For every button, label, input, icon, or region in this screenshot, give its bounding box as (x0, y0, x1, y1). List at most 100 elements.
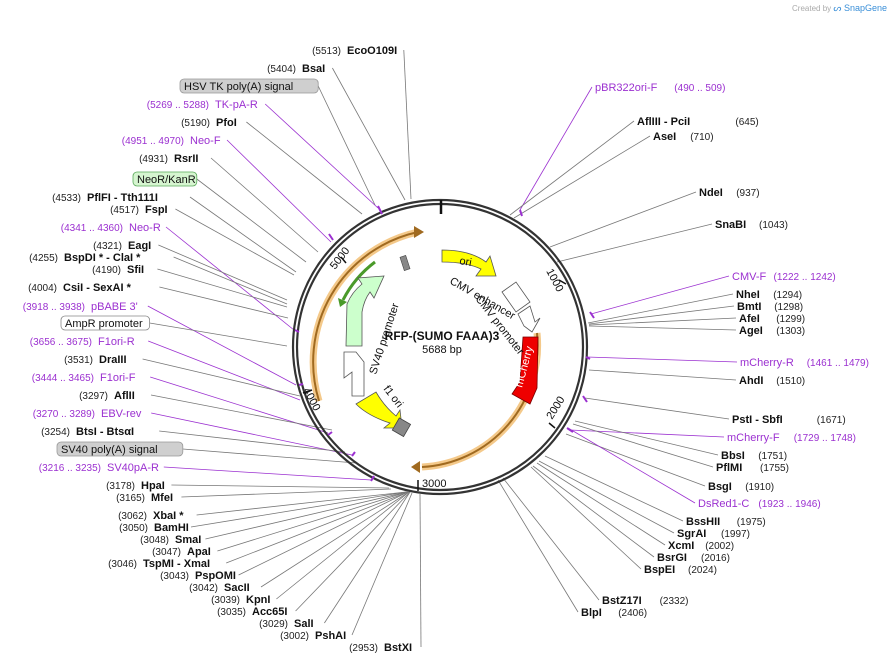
site-name-aflii: AflII (114, 390, 135, 402)
site-pos-tk-pa-r: (5269 .. 5288) (147, 100, 209, 111)
leader-btsi-bts-i (159, 430, 346, 453)
feature-box-sv40-poly-a-signal (56, 441, 184, 457)
site-label-bsrgi: BsrGI(2016) (657, 552, 730, 564)
site-name-f1ori-r: F1ori-R (98, 336, 135, 348)
site-pos-agei: (1303) (776, 326, 805, 337)
site-label-mfei: (3165)MfeI (116, 492, 173, 504)
primer-marks (294, 205, 595, 482)
leader-sv40-poly-a-signal (182, 448, 357, 464)
leader-sfii (157, 268, 288, 308)
site-label-hsv-tk-poly-a-signal: HSV TK poly(A) signal (179, 78, 319, 94)
site-name-blpi: BlpI (581, 607, 602, 619)
site-name-bspdi-clai: BspDI * - ClaI * (64, 252, 141, 264)
leader-mcherry-f (569, 429, 725, 438)
site-name-psti-sbfi: PstI - SbfI (732, 414, 783, 426)
site-pos-eagi: (4321) (93, 241, 122, 252)
sv40-promoter-feature (345, 275, 385, 347)
leader-neo-r (165, 226, 295, 331)
site-label-tspmi-xmai: (3046) TspMI - XmaI (108, 558, 210, 570)
site-label-kpni: (3039)KpnI (211, 594, 270, 606)
leader-ampr-promoter (149, 322, 288, 347)
leader-ecoo109i (403, 49, 412, 200)
site-label-pspomi: (3043)PspOMI (160, 570, 236, 582)
site-pos-btsi-bts-i: (3254) (41, 427, 70, 438)
site-label-hpai: (3178)HpaI (106, 480, 165, 492)
site-name-bamhi: BamHI (154, 522, 189, 534)
feature-name-neor-kanr: NeoR/KanR (137, 174, 196, 186)
leader-smai (205, 491, 408, 540)
site-pos-aflii: (3297) (79, 391, 108, 402)
site-label-acc65i: (3035)Acc65I (217, 606, 287, 618)
leader-lines (142, 49, 738, 648)
site-label-f1ori-r: (3656 .. 3675)F1ori-R (30, 336, 135, 348)
leader-acc65i (295, 491, 411, 612)
leader-bspdi-clai (173, 256, 288, 305)
site-label-mcherry-f: mCherry-F(1729 .. 1748) (727, 432, 856, 444)
site-pos-apai: (3047) (152, 547, 181, 558)
site-label-bstz17i: BstZ17I(2332) (602, 595, 689, 607)
site-pos-afliii-pcii: (645) (735, 117, 758, 128)
leader-draiii (142, 358, 301, 397)
site-label-neor-kanr: NeoR/KanR (132, 171, 198, 187)
site-label-bmti: BmtI(1298) (737, 301, 803, 313)
site-pos-sv40pa-r: (3216 .. 3235) (39, 463, 101, 474)
site-name-tspmi-xmai: TspMI - XmaI (143, 558, 210, 570)
site-name-sali: SalI (294, 618, 314, 630)
site-label-ndei: NdeI(937) (699, 187, 760, 199)
site-name-sfii: SfiI (127, 264, 144, 276)
site-name-dsred1-c: DsRed1-C (698, 498, 749, 510)
feature-box-hsv-tk-poly-a-signal (179, 78, 319, 94)
leader-hpai (171, 484, 390, 489)
leader-bamhi (190, 491, 407, 528)
leader-csii-sexai (159, 286, 289, 319)
feature-box-ampr-promoter (60, 315, 150, 331)
site-pos-ecoo109i: (5513) (312, 46, 341, 57)
site-name-mcherry-r: mCherry-R (740, 357, 794, 369)
site-name-sgrai: SgrAI (677, 528, 706, 540)
site-pos-xcmi: (2002) (705, 541, 734, 552)
leader-bsshii (544, 455, 684, 522)
leader-bspei (530, 466, 642, 570)
site-label-xcmi: XcmI(2002) (668, 540, 734, 552)
site-pos-csii-sexai: (4004) (28, 283, 57, 294)
leader-blpi (497, 479, 579, 613)
site-label-sacii: (3042)SacII (189, 582, 250, 594)
site-name-neo-f: Neo-F (190, 135, 221, 147)
site-name-cmv-f: CMV-F (732, 271, 767, 283)
neor-arrowhead (338, 298, 347, 307)
leader-ndei (549, 191, 697, 248)
site-pos-mfei: (3165) (116, 493, 145, 504)
site-pos-bstz17i: (2332) (660, 596, 689, 607)
site-pos-neo-f: (4951 .. 4970) (122, 136, 184, 147)
leader-kpni (276, 491, 410, 600)
site-name-pshai: PshAI (315, 630, 346, 642)
site-pos-acc65i: (3035) (217, 607, 246, 618)
sv40-pa-block (391, 417, 412, 438)
leader-afei (588, 317, 737, 326)
site-label-csii-sexai: (4004)CsiI - SexAI * (28, 282, 131, 294)
snapgene-credit: Created by ᔕ SnapGene (792, 3, 887, 14)
leader-tk-pa-r (264, 103, 379, 209)
site-name-hpai: HpaI (141, 480, 165, 492)
leader-mfei (181, 488, 392, 498)
site-label-asei: AseI(710) (653, 131, 714, 143)
site-name-asei: AseI (653, 131, 676, 143)
feature-name-hsv-tk-poly-a-signal: HSV TK poly(A) signal (184, 81, 293, 93)
site-label-ebv-rev: (3270 .. 3289)EBV-rev (33, 408, 142, 420)
leader-agei (588, 325, 737, 331)
site-pos-tspmi-xmai: (3046) (108, 559, 137, 570)
label-ori: ori (458, 255, 472, 269)
site-label-dsred1-c: DsRed1-C(1923 .. 1946) (698, 498, 821, 510)
site-label-bsai: (5404)BsaI (267, 63, 325, 75)
neor-arc (341, 260, 376, 301)
site-name-pfoi: PfoI (216, 117, 237, 129)
leader-neo-f (226, 139, 332, 243)
site-name-pflfi-tth111i: PflFI - Tth111I (87, 192, 158, 204)
credit-prefix: Created by (792, 4, 832, 13)
leader-pspomi (238, 491, 409, 576)
site-pos-f1ori-f: (3444 .. 3465) (32, 373, 94, 384)
site-label-eagi: (4321)EagI (93, 240, 151, 252)
leader-cmv-f (590, 275, 730, 315)
leader-bsgi (565, 433, 706, 487)
